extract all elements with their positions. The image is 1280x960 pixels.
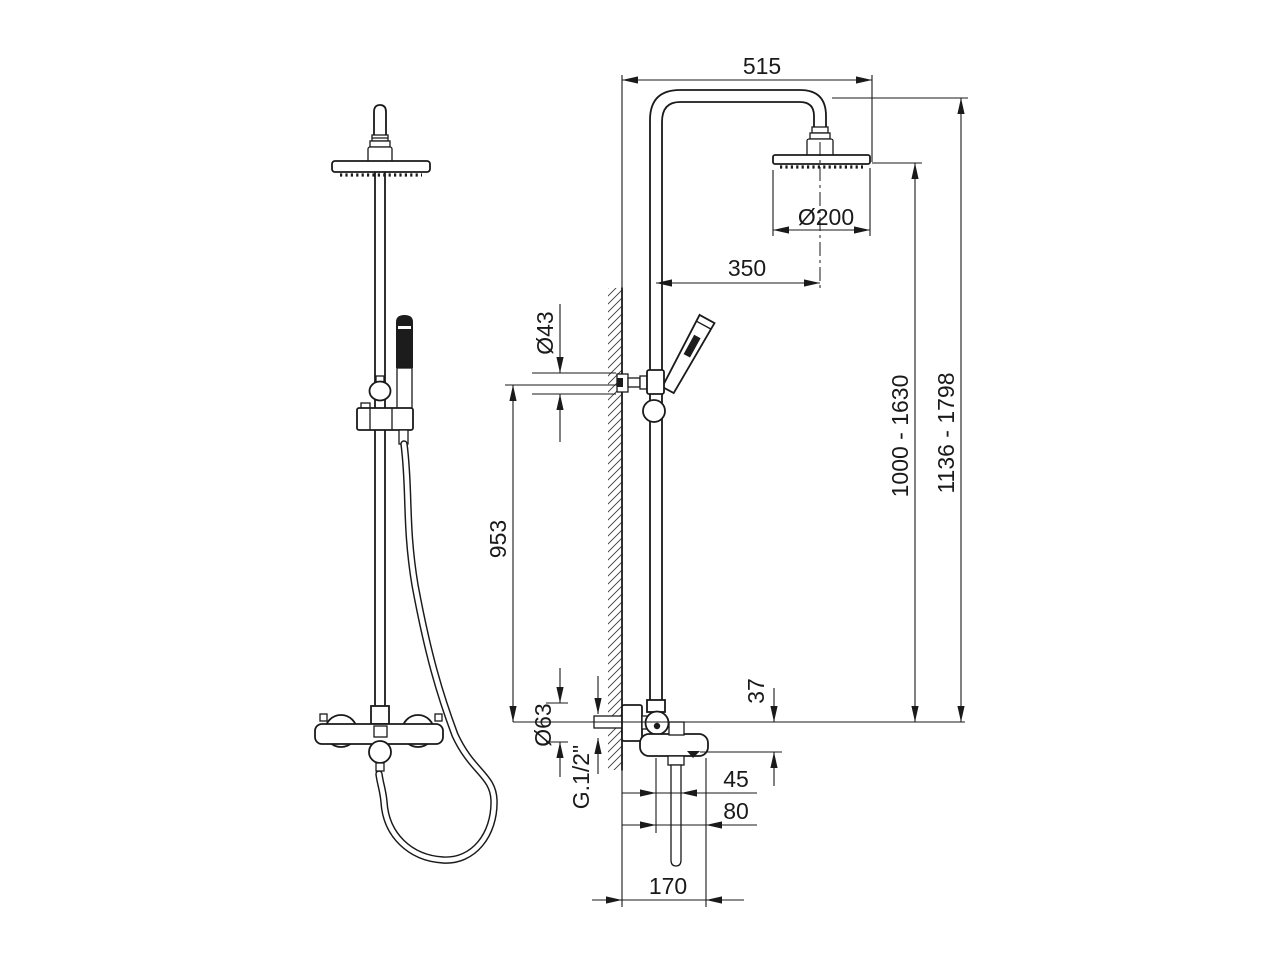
- side-wall-escutcheon: [621, 704, 643, 742]
- dimension-connection-thread: G.1/2": [568, 676, 602, 809]
- dim-arrow: [640, 821, 656, 829]
- dim-arrow: [957, 706, 965, 722]
- side-ball-pivot: [653, 722, 661, 730]
- dim-arrow: [606, 896, 622, 904]
- dimension-head-offset: 350: [656, 255, 820, 287]
- side-swivel-ring: [811, 126, 829, 134]
- front-hose: [375, 440, 498, 864]
- front-head-nut: [367, 146, 393, 163]
- dim-arrow: [556, 742, 564, 758]
- front-arm-stub: [373, 104, 387, 136]
- dim-arrow: [556, 357, 564, 373]
- dimension-total-height-range: 1136 - 1798: [832, 97, 968, 722]
- side-riser-collar: [646, 699, 666, 713]
- side-shower-head: [772, 154, 871, 165]
- dim-arrow: [804, 279, 820, 287]
- dimension-head-height-range: 1000 - 1630: [872, 162, 922, 722]
- front-mixer-tab: [434, 713, 443, 722]
- side-riser-and-arm-pipe: [649, 89, 827, 703]
- side-slider-ball-joint: [642, 399, 666, 423]
- dimension-outlet-offset: 45: [622, 758, 757, 833]
- front-hose-outlet: [375, 762, 385, 772]
- dimension-body-depth: 80: [622, 758, 757, 907]
- dimension-base-depth: 170: [592, 770, 744, 907]
- front-diverter-square: [373, 725, 388, 738]
- dim-arrow: [556, 394, 564, 410]
- front-view: [314, 104, 498, 864]
- side-outlet-tube: [670, 764, 682, 867]
- dim-arrow: [854, 226, 870, 234]
- wall-hatching: [608, 288, 622, 770]
- front-mixer-tab: [319, 713, 328, 722]
- dim-arrow: [911, 706, 919, 722]
- front-slider-knob: [368, 380, 392, 402]
- dim-arrow: [706, 896, 722, 904]
- dimension-bracket-diameter: Ø43: [532, 304, 616, 442]
- side-swivel-ring: [809, 132, 831, 140]
- dimension-label: G.1/2": [568, 745, 594, 809]
- dimension-label: 1136 - 1798: [933, 372, 959, 493]
- dim-arrow: [911, 163, 919, 179]
- side-slider-clamp: [646, 369, 665, 395]
- dim-arrow: [556, 687, 564, 703]
- side-check-valve: [687, 751, 700, 758]
- side-bracket-stem: [627, 377, 641, 388]
- dim-arrow: [706, 821, 722, 829]
- dimension-head-diameter: Ø200: [772, 168, 871, 236]
- front-slider-bracket: [356, 407, 414, 431]
- dimension-label: 515: [743, 53, 781, 79]
- side-hand-shower-spray-face: [683, 334, 701, 358]
- dimension-label: Ø200: [798, 204, 854, 230]
- dimension-label: Ø63: [530, 703, 556, 746]
- side-bracket-anchor: [617, 378, 623, 387]
- dim-arrow: [640, 789, 656, 797]
- dim-arrow: [594, 698, 602, 714]
- dimension-label: Ø43: [532, 311, 558, 354]
- dim-arrow: [509, 385, 517, 401]
- dimension-label: 37: [743, 678, 769, 704]
- dimension-arm-reach: 515: [621, 53, 873, 288]
- front-swivel-ring: [369, 140, 391, 148]
- front-hand-shower-handle: [396, 367, 413, 413]
- dimension-label: 170: [649, 873, 687, 899]
- side-outlet-nut: [667, 755, 685, 766]
- dimension-label: 45: [723, 766, 749, 792]
- dimension-label: 953: [485, 520, 511, 558]
- dimension-escutcheon-diameter: Ø63: [530, 668, 568, 777]
- dimensions: 515 Ø200 350 Ø43: [485, 53, 968, 907]
- dim-arrow: [594, 738, 602, 754]
- dim-arrow: [770, 706, 778, 722]
- side-bracket-nut: [639, 375, 648, 390]
- dim-arrow: [773, 226, 789, 234]
- front-hand-shower-spray-body: [396, 315, 413, 368]
- dim-arrow: [856, 76, 872, 84]
- dimension-label: 1000 - 1630: [887, 375, 913, 498]
- dim-arrow: [622, 76, 638, 84]
- front-hose: [376, 441, 497, 863]
- dim-arrow: [957, 98, 965, 114]
- side-view: [593, 89, 871, 867]
- dim-arrow: [770, 752, 778, 768]
- dimension-body-drop: 37: [700, 678, 782, 786]
- front-hand-shower-slit: [398, 326, 411, 329]
- side-diverter-knob: [668, 721, 685, 736]
- dimension-label: 80: [723, 798, 749, 824]
- dimension-label: 350: [728, 255, 766, 281]
- dim-arrow: [656, 279, 672, 287]
- side-hand-shower-cap-joint: [695, 320, 712, 330]
- dimension-riser-length: 953: [485, 384, 618, 722]
- dim-arrow: [681, 789, 697, 797]
- dim-arrow: [509, 706, 517, 722]
- front-diverter-knob: [368, 740, 392, 764]
- front-shower-head: [331, 160, 431, 173]
- front-riser-nut: [370, 705, 390, 725]
